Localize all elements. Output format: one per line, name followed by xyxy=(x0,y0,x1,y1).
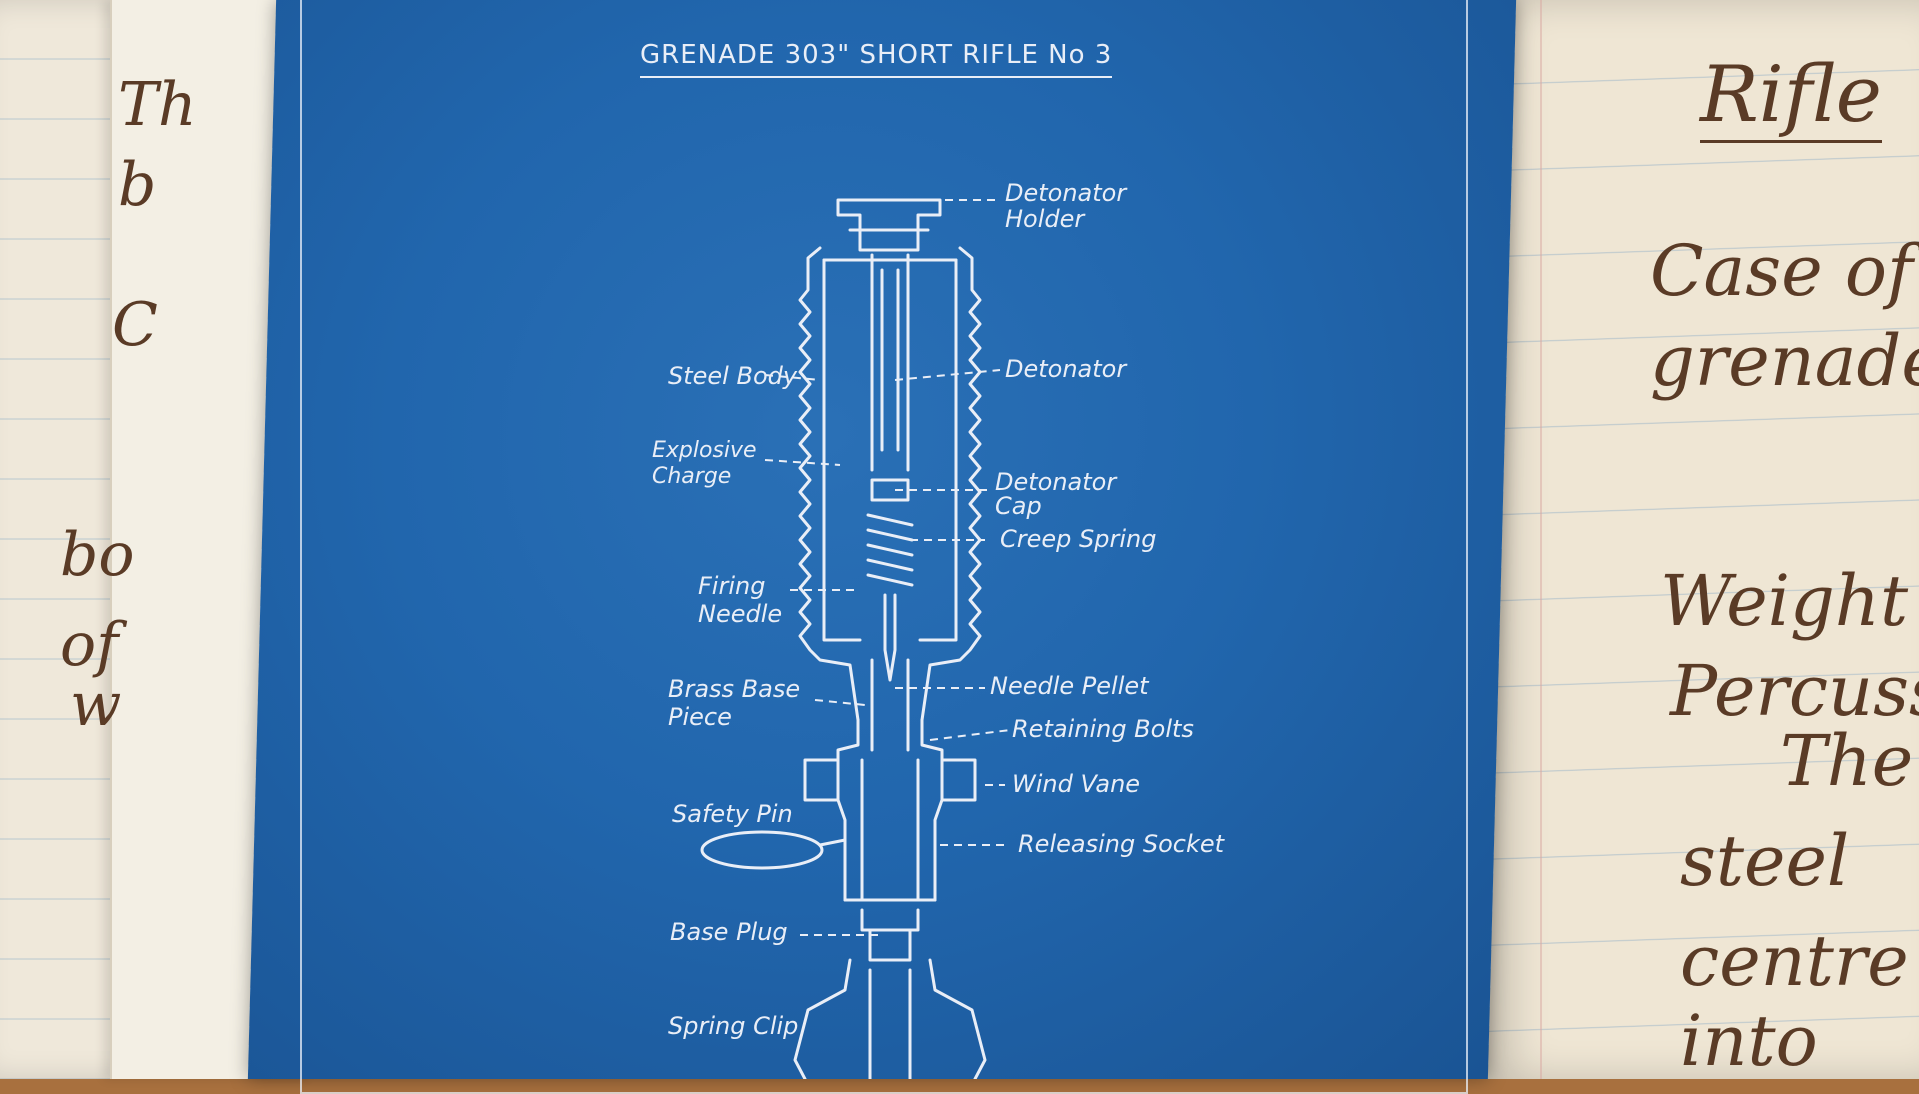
label-explosive-charge: Explosive Charge xyxy=(652,438,757,489)
handwriting-right-heading: Rifle xyxy=(1700,50,1882,143)
label-base-plug: Base Plug xyxy=(670,918,788,946)
handwriting-right-8: into xyxy=(1680,1000,1818,1082)
right-page-margin-line xyxy=(1540,0,1542,1079)
handwriting-right-7: centre xyxy=(1680,920,1909,1002)
handwriting-right-4: Percuss xyxy=(1670,650,1919,732)
handwriting-left-2: b xyxy=(118,150,157,220)
label-brass-base-piece: Brass Base Piece xyxy=(668,675,801,731)
blueprint-title: GRENADE 303" SHORT RIFLE No 3 xyxy=(640,40,1113,78)
label-releasing-socket: Releasing Socket xyxy=(1018,830,1225,858)
label-detonator-cap: Detonator Cap xyxy=(995,468,1117,520)
handwriting-left-6: w xyxy=(70,670,122,740)
label-retaining-bolts: Retaining Bolts xyxy=(1012,715,1194,743)
label-firing-needle: Firing Needle xyxy=(698,572,783,628)
label-wind-vane: Wind Vane xyxy=(1012,770,1141,798)
label-needle-pellet: Needle Pellet xyxy=(990,672,1149,700)
label-creep-spring: Creep Spring xyxy=(1000,525,1157,553)
handwriting-left-1: Th xyxy=(118,70,197,140)
handwriting-left-4: bo xyxy=(60,520,135,590)
label-safety-pin: Safety Pin xyxy=(672,800,793,828)
right-notebook-page xyxy=(1480,0,1919,1079)
handwriting-right-1: Case of xyxy=(1650,230,1913,312)
label-detonator: Detonator xyxy=(1005,355,1127,383)
handwriting-left-5: of xyxy=(60,610,119,680)
label-steel-body: Steel Body xyxy=(668,362,798,390)
handwriting-right-5: The xyxy=(1780,720,1914,802)
handwriting-left-3: C xyxy=(112,290,158,360)
handwriting-right-6: steel xyxy=(1680,820,1850,902)
label-detonator-holder: Detonator Holder xyxy=(1005,179,1127,233)
handwriting-right-3: Weight xyxy=(1660,560,1909,642)
label-spring-clip: Spring Clip xyxy=(668,1012,799,1040)
handwriting-right-2: grenade xyxy=(1650,320,1919,402)
